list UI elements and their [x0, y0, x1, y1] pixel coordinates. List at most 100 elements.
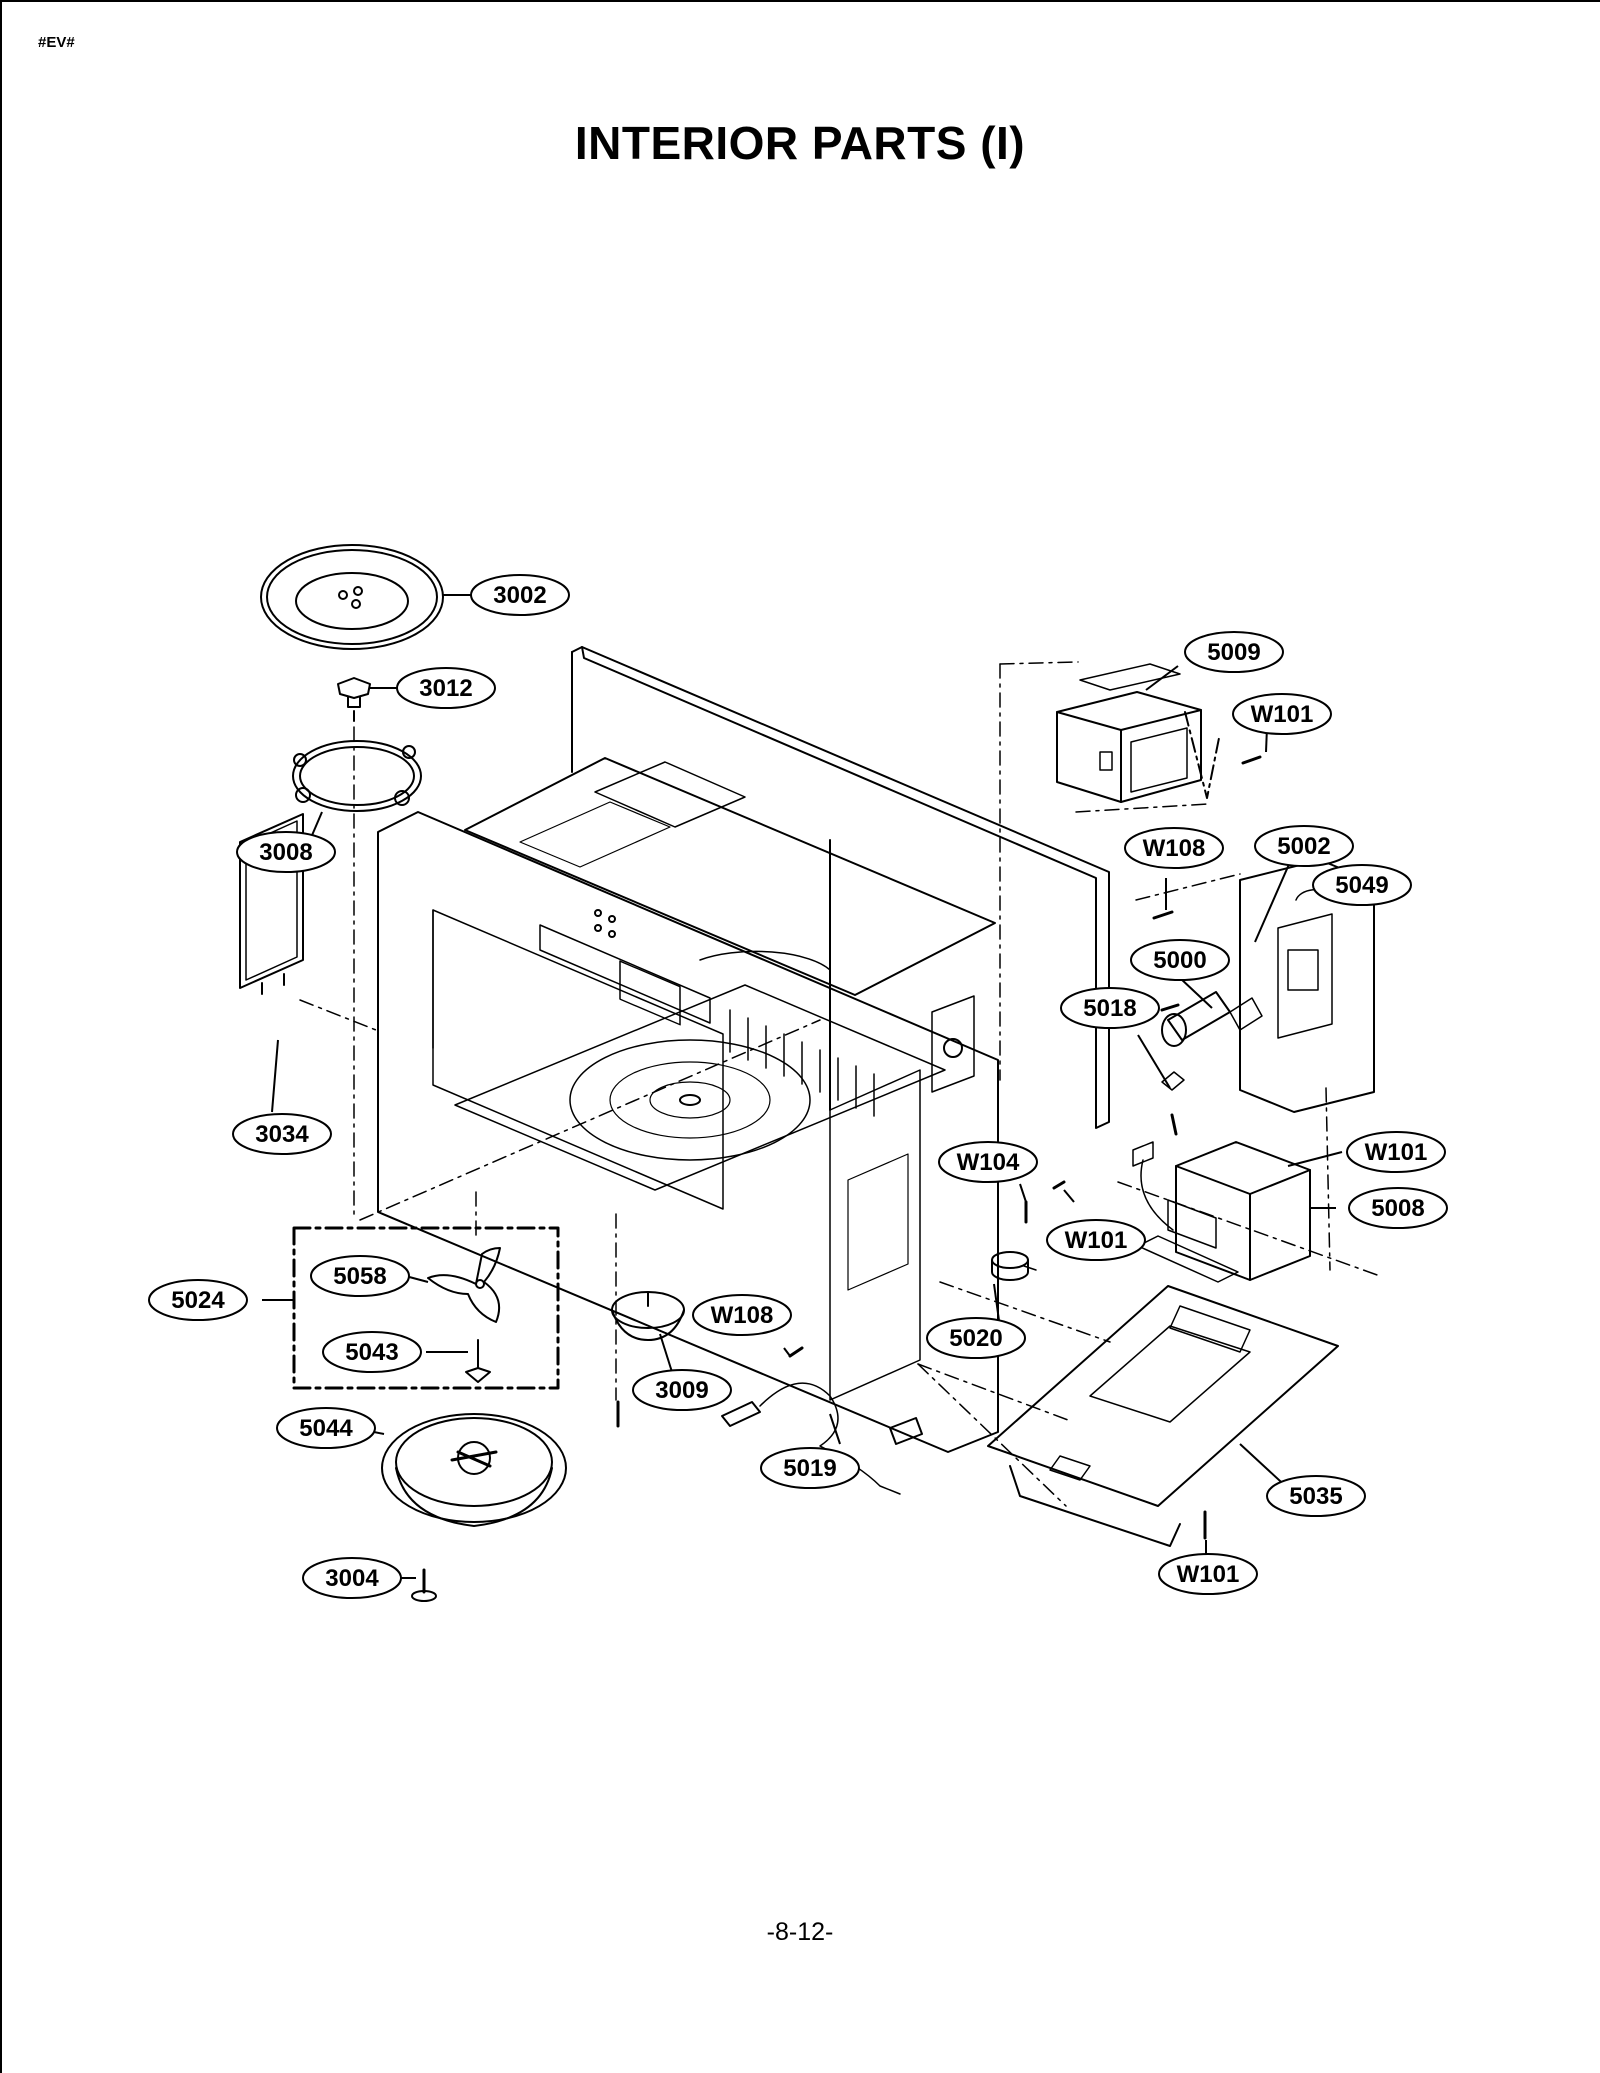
glass-tray-drawing	[260, 544, 444, 650]
thermostat-drawing	[991, 1251, 1037, 1281]
stirrer-cover-drawing	[381, 1413, 567, 1527]
callout-5035: 5035	[1266, 1475, 1366, 1517]
callout-oval	[322, 1331, 422, 1373]
callout-3012: 3012	[396, 667, 496, 709]
callout-oval	[632, 1369, 732, 1411]
callout-5009: 5009	[1184, 631, 1284, 673]
callout-oval	[1266, 1475, 1366, 1517]
callout-5008: 5008	[1348, 1187, 1448, 1229]
callout-w104: W104	[938, 1141, 1038, 1183]
callout-oval	[1312, 864, 1412, 906]
callout-label: 3012	[419, 675, 472, 702]
turntable-motor-drawing	[611, 1291, 685, 1341]
callout-oval	[1060, 987, 1160, 1029]
callout-5044: 5044	[276, 1407, 376, 1449]
screws-drawing	[616, 910, 1207, 1540]
callout-label: 5019	[783, 1455, 836, 1482]
callout-oval	[236, 831, 336, 873]
cover-plate-drawing	[239, 813, 304, 995]
callout-label: W101	[1065, 1227, 1128, 1254]
callout-label: W104	[957, 1149, 1020, 1176]
callout-oval	[1184, 631, 1284, 673]
callout-5018: 5018	[1060, 987, 1160, 1029]
callout-label: W101	[1251, 701, 1314, 728]
callout-oval	[470, 574, 570, 616]
callout-label: 5035	[1289, 1483, 1342, 1510]
callout-label: 5000	[1153, 947, 1206, 974]
callout-label: W101	[1365, 1139, 1428, 1166]
callout-label: 5002	[1277, 833, 1330, 860]
callout-w108b: W108	[692, 1294, 792, 1336]
callout-w101a: W101	[1232, 693, 1332, 735]
callout-oval	[396, 667, 496, 709]
callout-oval	[232, 1113, 332, 1155]
callout-oval	[302, 1557, 402, 1599]
callout-oval	[692, 1294, 792, 1336]
callout-label: 5020	[949, 1325, 1002, 1352]
callout-5000: 5000	[1130, 939, 1230, 981]
hv-transformer-drawing	[1132, 1113, 1311, 1283]
callout-5049: 5049	[1312, 864, 1412, 906]
hv-capacitor-drawing	[1160, 991, 1263, 1091]
callout-oval	[1346, 1131, 1446, 1173]
callout-label: W101	[1177, 1561, 1240, 1588]
projection-lines	[299, 661, 1381, 1507]
callout-oval	[276, 1407, 376, 1449]
stirrer-shaft-drawing	[465, 1339, 491, 1383]
callout-oval	[148, 1279, 248, 1321]
callout-oval	[310, 1255, 410, 1297]
magnetron-drawing	[1056, 663, 1262, 803]
callout-oval	[1232, 693, 1332, 735]
callout-5020: 5020	[926, 1317, 1026, 1359]
leader-lines	[262, 594, 1363, 1579]
callout-oval	[1254, 825, 1354, 867]
oven-cavity-drawing	[377, 646, 1110, 1453]
page-number: -8-12-	[766, 1918, 834, 1946]
callout-oval	[1348, 1187, 1448, 1229]
callout-oval	[938, 1141, 1038, 1183]
roller-ring-drawing	[292, 740, 422, 812]
callout-oval	[760, 1447, 860, 1489]
callout-label: 5049	[1335, 872, 1388, 899]
callout-label: 5058	[333, 1263, 386, 1290]
callout-oval	[1046, 1219, 1146, 1261]
callout-label: 5044	[299, 1415, 353, 1442]
callout-layer: 3002 3012 3008 3034 5024 5058 5043 5044 3004 3009…	[148, 574, 1448, 1599]
callout-3004: 3004	[302, 1557, 402, 1599]
callout-oval	[1124, 827, 1224, 869]
callout-label: 5024	[171, 1287, 225, 1314]
callout-5019: 5019	[760, 1447, 860, 1489]
callout-label: 5043	[345, 1339, 398, 1366]
callout-5024: 5024	[148, 1279, 248, 1321]
callout-w101b: W101	[1346, 1131, 1446, 1173]
callout-oval	[926, 1317, 1026, 1359]
page-title: INTERIOR PARTS (I)	[574, 117, 1026, 169]
callout-label: W108	[711, 1302, 774, 1329]
callout-label: 3004	[325, 1565, 379, 1592]
callout-5058: 5058	[310, 1255, 410, 1297]
stirrer-assembly-box	[292, 1226, 560, 1390]
callout-oval	[1130, 939, 1230, 981]
callout-label: 3002	[493, 582, 546, 609]
callout-3009: 3009	[632, 1369, 732, 1411]
base-plate-drawing	[987, 1285, 1339, 1547]
document-code: #EV#	[38, 34, 75, 51]
callout-label: 5008	[1371, 1195, 1424, 1222]
callout-w101c: W101	[1046, 1219, 1146, 1261]
stirrer-screw-drawing	[411, 1568, 437, 1602]
callout-label: 5009	[1207, 639, 1260, 666]
callout-w108a: W108	[1124, 827, 1224, 869]
callout-label: W108	[1143, 835, 1206, 862]
coupler-drawing	[337, 677, 371, 726]
callout-w101d: W101	[1158, 1553, 1258, 1595]
callout-label: 3009	[655, 1377, 708, 1404]
stirrer-blade-drawing	[427, 1247, 501, 1323]
callout-5002: 5002	[1254, 825, 1354, 867]
callout-5043: 5043	[322, 1331, 422, 1373]
callout-label: 3034	[255, 1121, 309, 1148]
callout-oval	[1158, 1553, 1258, 1595]
callout-label: 5018	[1083, 995, 1136, 1022]
callout-label: 3008	[259, 839, 312, 866]
